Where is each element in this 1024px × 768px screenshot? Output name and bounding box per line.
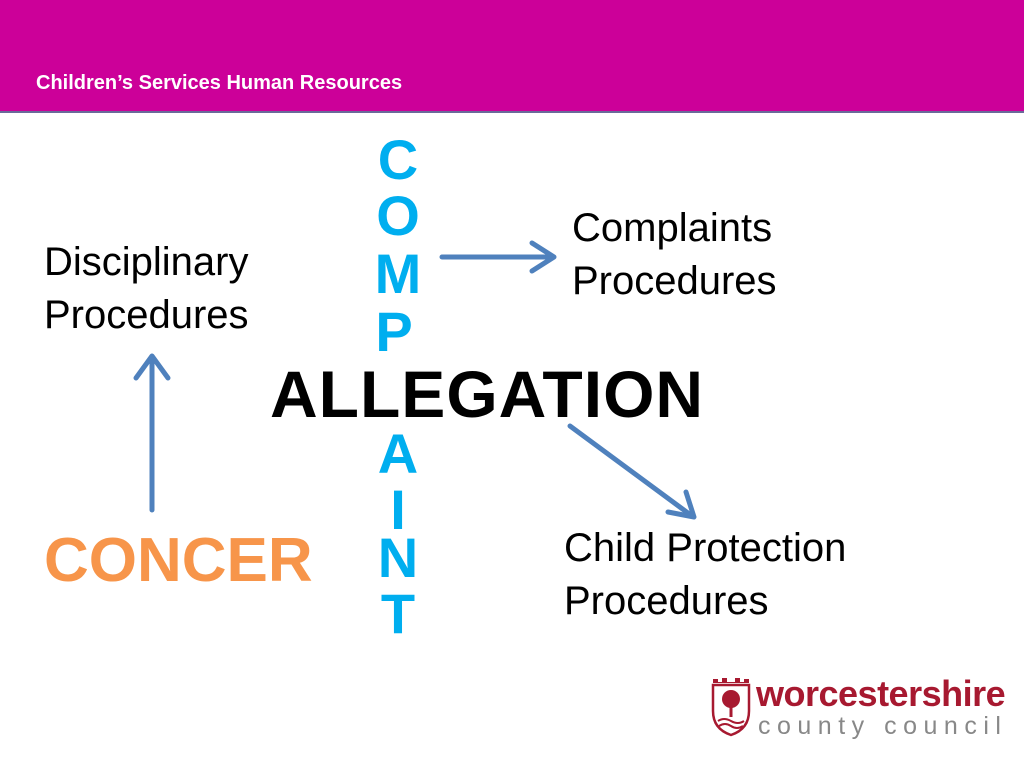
- complaint-letter-m: M: [374, 242, 422, 305]
- complaint-letter-c: C: [377, 128, 419, 191]
- logo-wordmark: worcestershire: [756, 673, 1006, 714]
- allegation-text: ALLEGATION: [270, 357, 705, 431]
- header-title: Children’s Services Human Resources: [36, 72, 403, 94]
- child-protection-line1: Child Protection: [564, 526, 847, 570]
- disciplinary-line2: Procedures: [44, 293, 249, 337]
- complaint-letter-o: O: [376, 184, 420, 247]
- complaint-letter-t: T: [380, 582, 416, 645]
- complaint-letter-i: I: [390, 478, 406, 541]
- arrow-to-complaints: [439, 240, 557, 274]
- header-bar: Children’s Services Human Resources: [0, 0, 1024, 113]
- logo-subtitle: county council: [758, 712, 1008, 740]
- disciplinary-line1: Disciplinary: [44, 240, 249, 284]
- disciplinary-procedures-label: Disciplinary Procedures: [44, 236, 249, 342]
- child-protection-line2: Procedures: [564, 579, 769, 623]
- worcestershire-crest-icon: [711, 678, 751, 737]
- arrow-to-disciplinary: [133, 353, 171, 513]
- complaint-letter-p: P: [375, 300, 413, 363]
- arrow-to-child-protection: [567, 423, 697, 520]
- concern-text: CONCER: [44, 526, 313, 595]
- complaint-letter-n: N: [377, 526, 419, 589]
- complaints-line2: Procedures: [572, 259, 777, 303]
- complaints-line1: Complaints: [572, 206, 773, 250]
- complaint-letter-a: A: [377, 422, 419, 485]
- complaints-procedures-label: Complaints Procedures: [572, 202, 777, 308]
- child-protection-procedures-label: Child Protection Procedures: [564, 522, 846, 628]
